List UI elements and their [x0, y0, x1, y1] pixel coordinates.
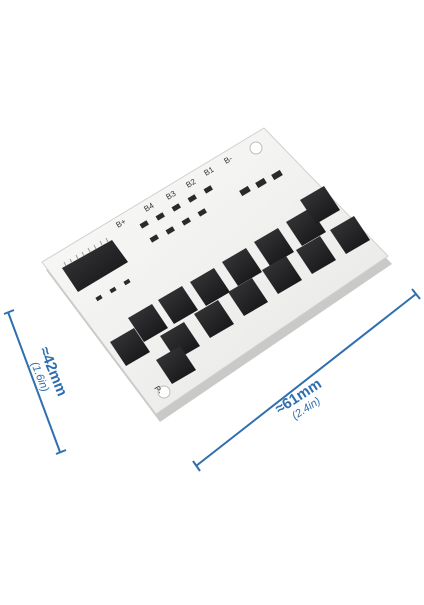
- smd-components: [95, 169, 283, 302]
- width-dimension-line: [192, 288, 421, 472]
- height-dimension-line: [3, 309, 67, 455]
- label-bminus: B-: [222, 154, 234, 166]
- mounting-hole: [157, 385, 171, 399]
- mosfet-row-middle: [110, 216, 370, 366]
- label-pminus: P-: [152, 384, 164, 396]
- control-ic: [62, 237, 128, 292]
- mosfet-row-top: [128, 186, 340, 342]
- mounting-hole: [249, 141, 263, 155]
- mosfet-row-bottom: [156, 346, 196, 384]
